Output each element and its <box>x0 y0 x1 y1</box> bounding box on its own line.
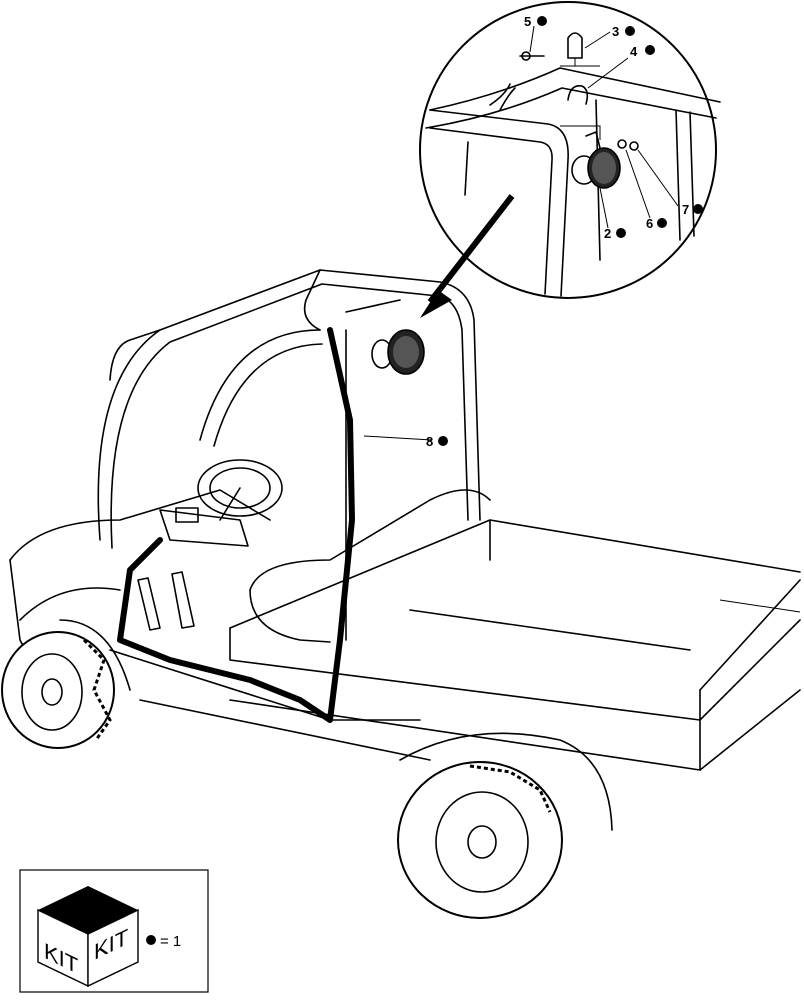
washer-part-7 <box>629 141 639 151</box>
kit-legend: KIT KIT = 1 <box>19 869 209 993</box>
callout-2: 2 <box>604 226 626 241</box>
rear-wheel <box>397 761 563 919</box>
clamp-part-3 <box>567 32 583 59</box>
front-wheel <box>1 631 115 749</box>
legend-equals: = 1 <box>160 933 181 950</box>
kit-box-icon: KIT KIT <box>37 886 139 988</box>
detail-arrow <box>420 194 515 318</box>
svg-text:5: 5 <box>524 14 531 29</box>
nut-part-6 <box>617 139 627 149</box>
kit-dot-icon <box>146 935 156 945</box>
speaker-detail-part-2 <box>571 131 621 189</box>
callout-7: 7 <box>682 202 703 217</box>
svg-text:3: 3 <box>612 24 619 39</box>
callout-3: 3 <box>612 24 635 39</box>
callout-8: 8 <box>426 434 448 449</box>
speaker-installed <box>345 299 425 375</box>
svg-text:7: 7 <box>682 202 689 217</box>
bolt-part-5 <box>521 51 531 61</box>
svg-text:6: 6 <box>646 216 653 231</box>
clamp-part-4 <box>567 84 589 105</box>
svg-text:8: 8 <box>426 434 433 449</box>
callout-5: 5 <box>524 14 547 29</box>
callout-4: 4 <box>630 44 655 59</box>
wire-harness-part-8 <box>117 327 355 723</box>
callout-6: 6 <box>646 216 667 231</box>
svg-text:4: 4 <box>630 44 638 59</box>
svg-text:2: 2 <box>604 226 611 241</box>
